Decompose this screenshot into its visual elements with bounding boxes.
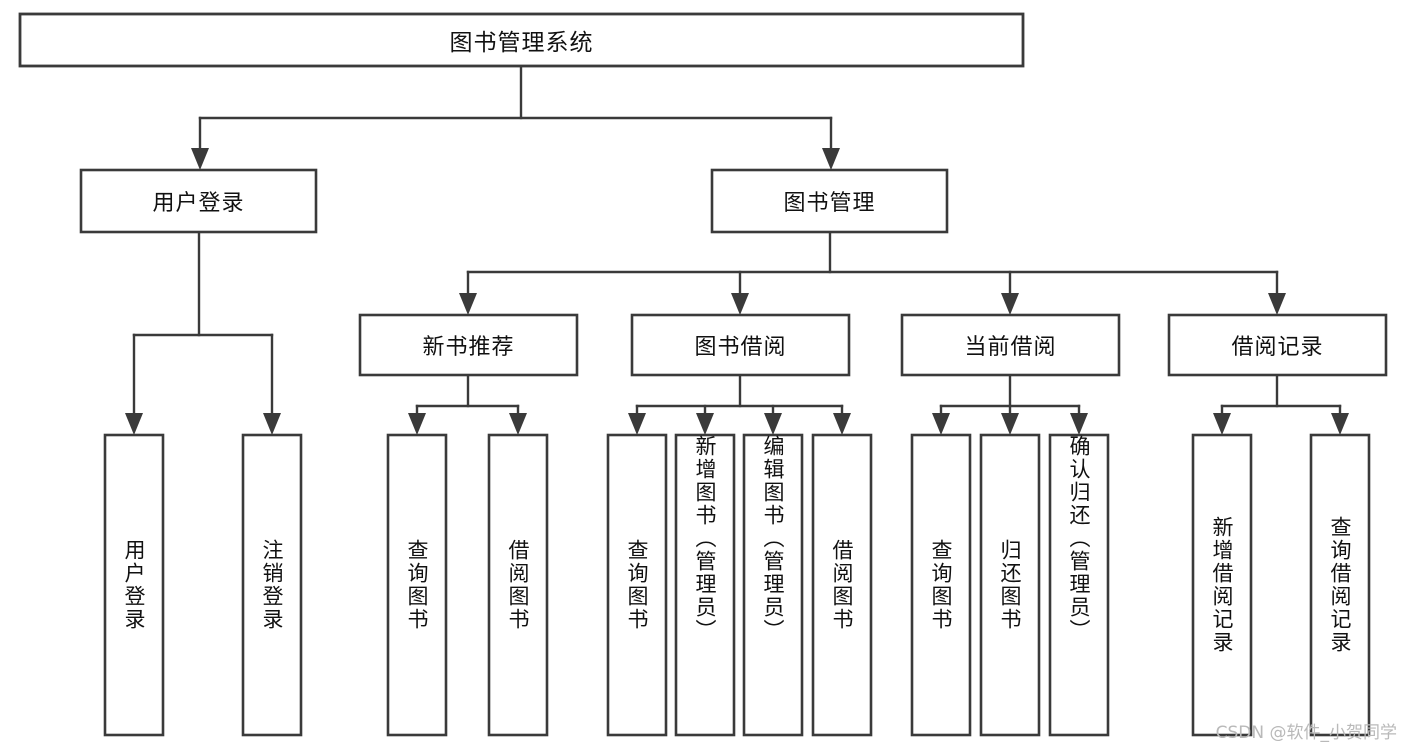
connector-group-book-manage — [459, 230, 1286, 315]
node-box-leaf-query-book-b[interactable] — [606, 433, 668, 737]
arrow-head-icon — [125, 413, 143, 435]
node-box-borrow-record[interactable] — [1167, 313, 1388, 377]
connector-group-root — [191, 64, 840, 170]
connector-group-book-borrow — [628, 373, 851, 435]
arrow-head-icon — [1001, 413, 1019, 435]
node-box-leaf-add-record[interactable] — [1191, 433, 1253, 737]
node-box-current-borrow[interactable] — [900, 313, 1121, 377]
connector-group-new-book — [408, 373, 527, 435]
node-box-leaf-add-book[interactable] — [674, 433, 736, 737]
arrow-head-icon — [696, 413, 714, 435]
arrow-head-icon — [1213, 413, 1231, 435]
node-box-user-login[interactable] — [79, 168, 318, 234]
node-box-new-book-rec[interactable] — [358, 313, 579, 377]
node-box-leaf-query-book-c[interactable] — [910, 433, 972, 737]
node-box-leaf-borrow-book-b[interactable] — [811, 433, 873, 737]
arrow-head-icon — [408, 413, 426, 435]
arrow-head-icon — [1331, 413, 1349, 435]
node-box-leaf-query-record[interactable] — [1309, 433, 1371, 737]
node-box-leaf-edit-book[interactable] — [742, 433, 804, 737]
connector-group-current-borrow — [932, 373, 1088, 435]
arrow-head-icon — [509, 413, 527, 435]
arrow-head-icon — [932, 413, 950, 435]
node-box-leaf-borrow-book-a[interactable] — [487, 433, 549, 737]
node-box-leaf-return-book[interactable] — [979, 433, 1041, 737]
arrow-head-icon — [1001, 293, 1019, 315]
node-box-leaf-user-login[interactable] — [103, 433, 165, 737]
node-box-book-borrow[interactable] — [630, 313, 851, 377]
arrow-head-icon — [822, 148, 840, 170]
arrow-head-icon — [1268, 293, 1286, 315]
node-box-leaf-query-book-a[interactable] — [386, 433, 448, 737]
arrow-head-icon — [731, 293, 749, 315]
node-box-leaf-logout[interactable] — [241, 433, 303, 737]
arrow-head-icon — [263, 413, 281, 435]
arrow-head-icon — [459, 293, 477, 315]
arrow-head-icon — [191, 148, 209, 170]
node-box-book-manage[interactable] — [710, 168, 949, 234]
arrow-head-icon — [833, 413, 851, 435]
arrow-head-icon — [1070, 413, 1088, 435]
arrow-head-icon — [628, 413, 646, 435]
node-box-leaf-confirm-return[interactable] — [1048, 433, 1110, 737]
connector-group-user-login — [125, 230, 281, 435]
arrow-head-icon — [764, 413, 782, 435]
node-box-root[interactable] — [18, 12, 1025, 68]
connector-group-borrow-record — [1213, 373, 1349, 435]
